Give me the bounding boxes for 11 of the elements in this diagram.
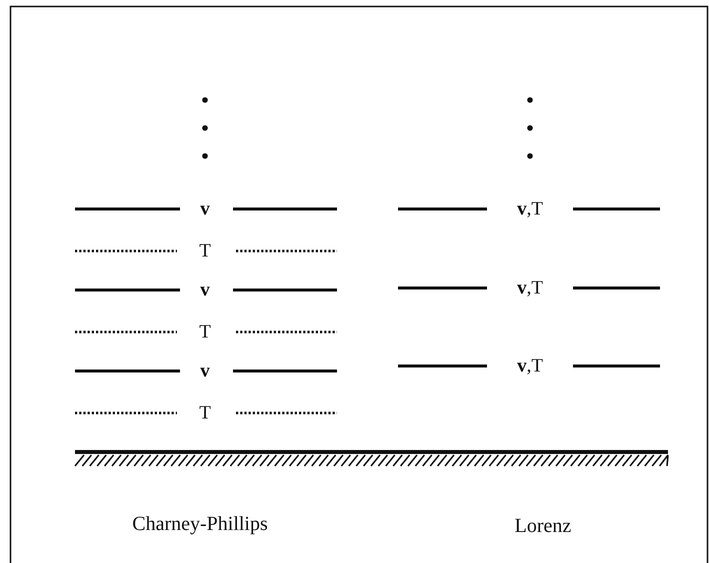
scheme-name: Lorenz [514, 516, 572, 536]
variable-label: v [200, 280, 210, 300]
variable-label: v [200, 200, 210, 218]
variable-label: v,T [517, 200, 543, 218]
variable-label: T [199, 242, 211, 260]
variable-label: v,T [517, 278, 543, 298]
variable-label: v,T [517, 356, 543, 376]
variable-label: v [200, 362, 210, 380]
variable-label: T [199, 322, 211, 342]
scheme-name: Charney-Phillips [132, 514, 268, 534]
variable-label: T [199, 404, 211, 422]
